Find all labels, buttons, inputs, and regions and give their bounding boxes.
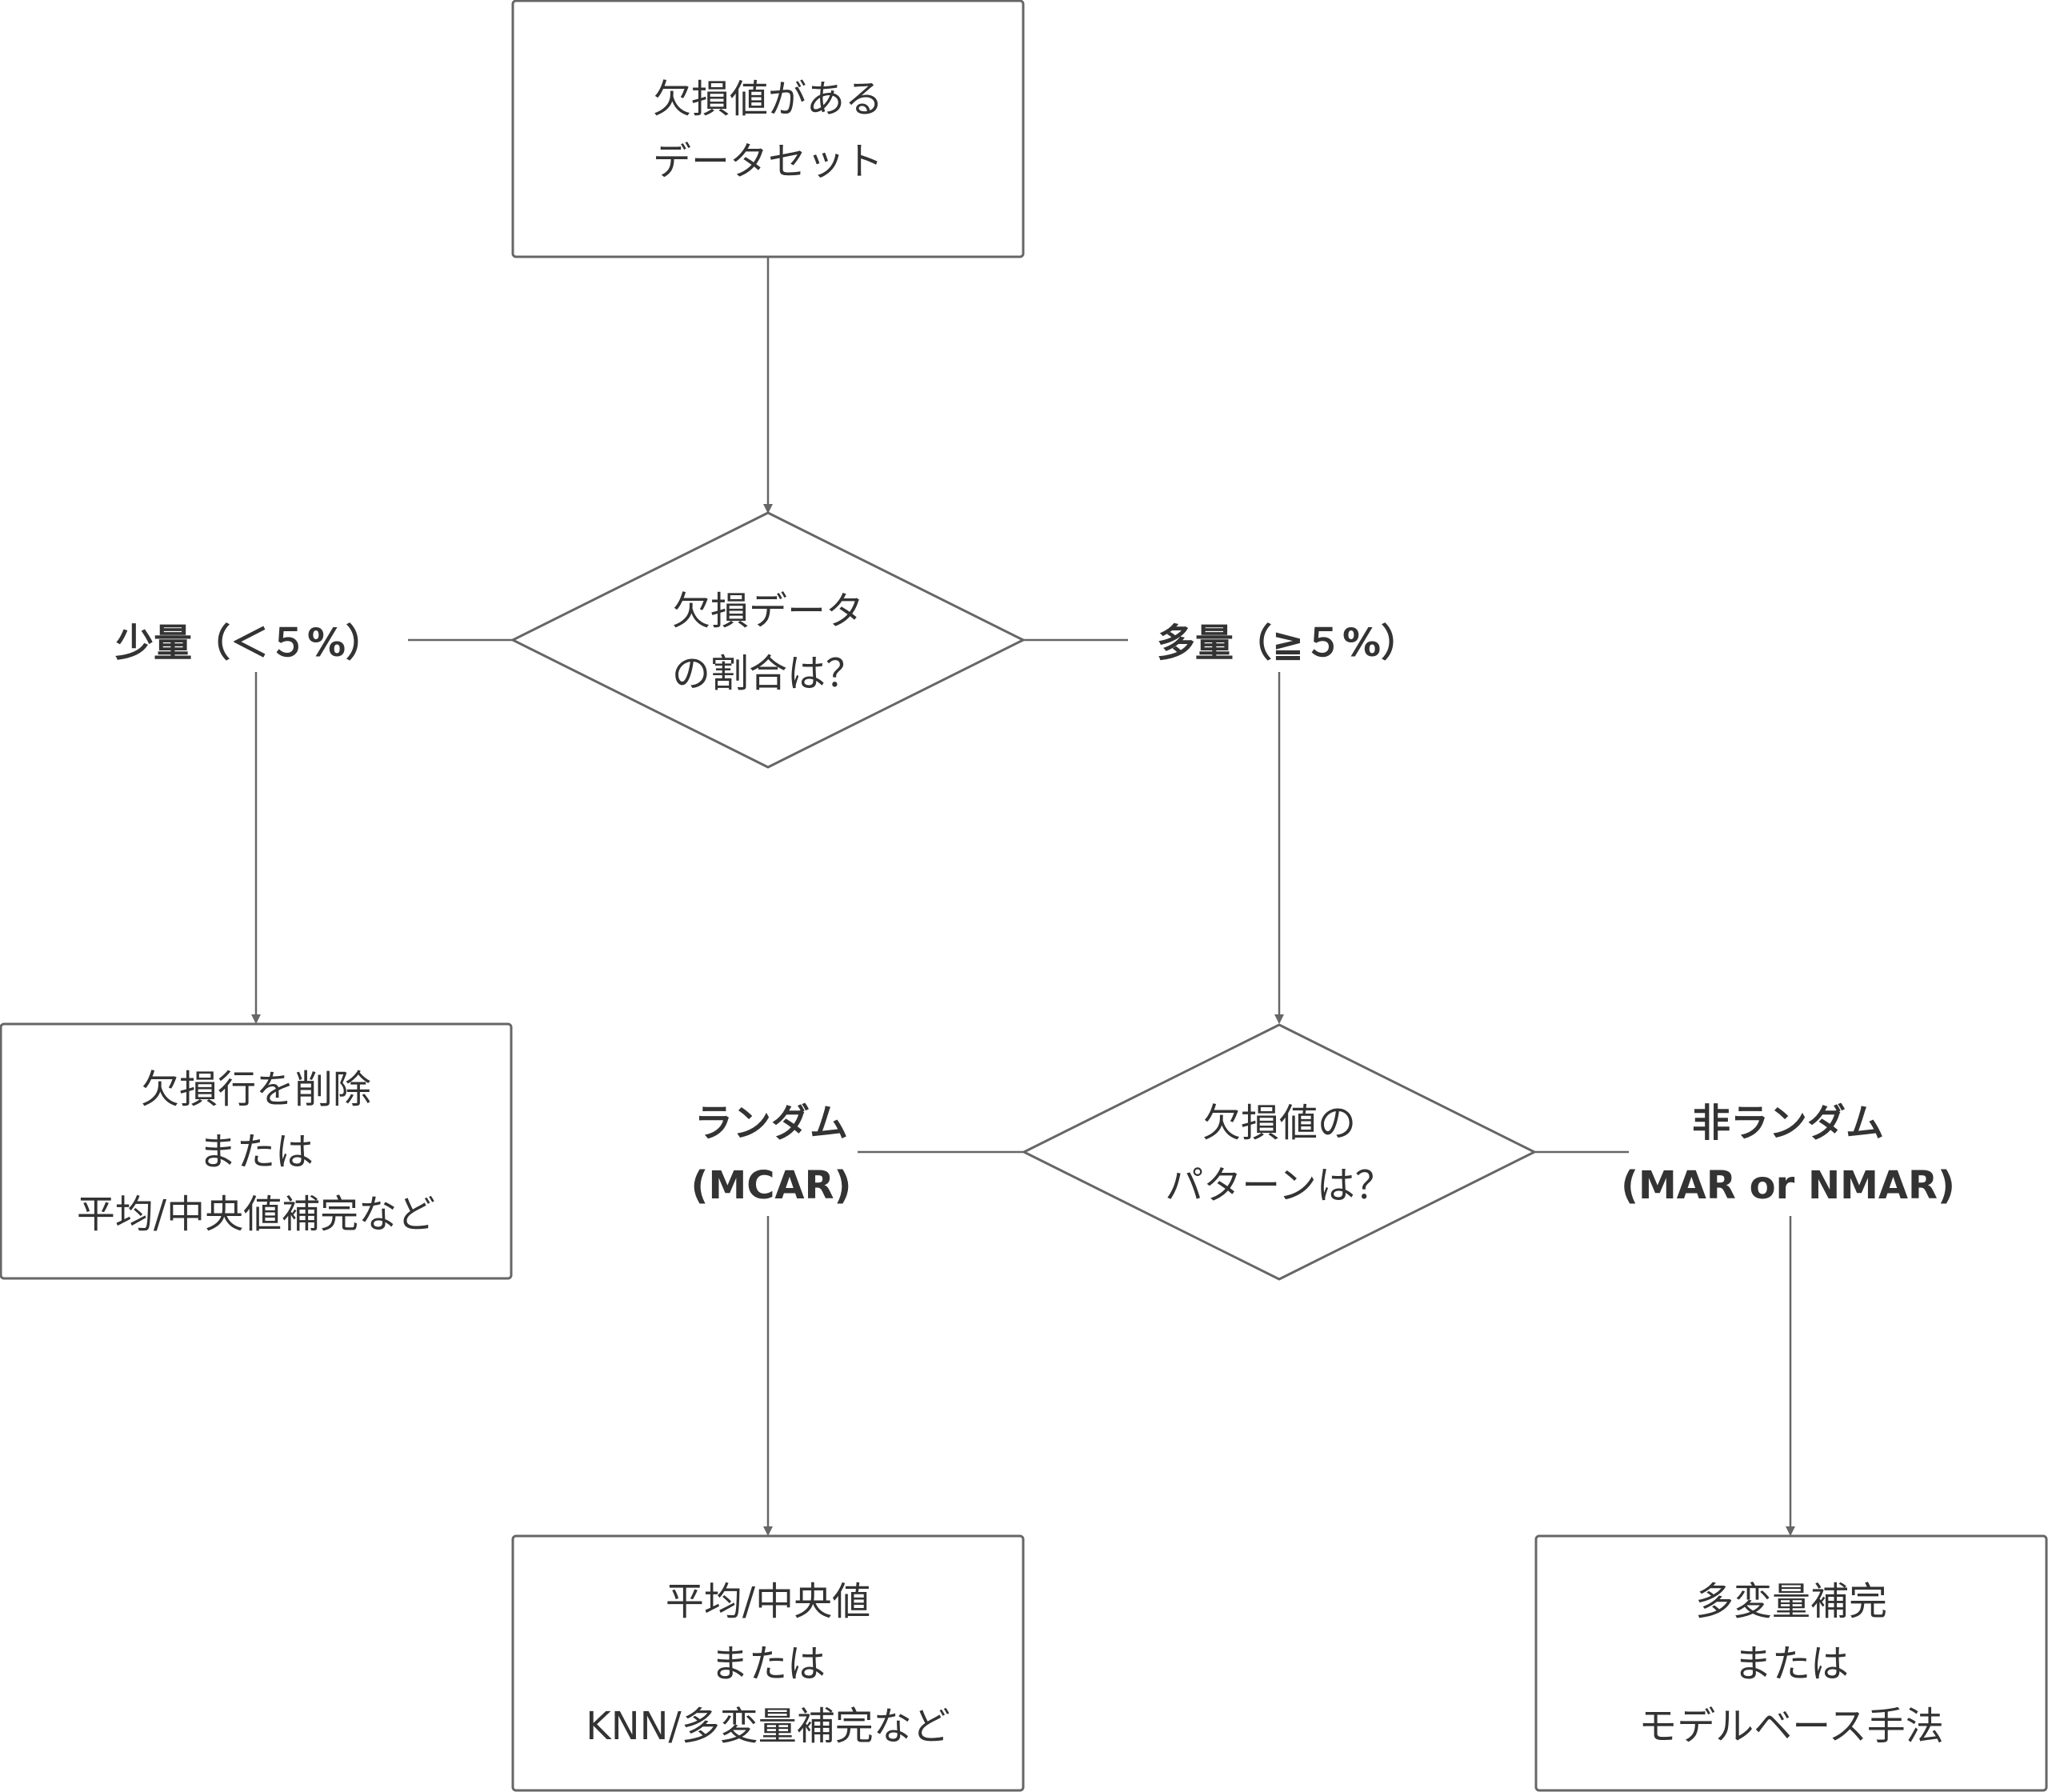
delete-action-line3: 平均/中央値補完など: [77, 1192, 435, 1237]
edge-label-nonrandom: 非ランダム (MAR or NMAR): [1621, 1101, 1955, 1208]
ratio-decision-node: 欠損データ の割合は？: [511, 511, 1025, 769]
edge-label-random: ランダム (MCAR): [691, 1101, 852, 1208]
ratio-decision-line1: 欠損データ: [672, 589, 864, 634]
edge-label-large: 多量（≧５%）: [1157, 621, 1419, 666]
delete-action-line2: または: [198, 1130, 314, 1174]
pattern-decision-line1: 欠損値の: [1202, 1101, 1356, 1146]
delete-action-box: [0, 1022, 513, 1280]
nonrandom-action-line1: 多変量補完: [1695, 1579, 1887, 1624]
edges: [251, 258, 1795, 1536]
edge-label-small: 少量（＜５%）: [115, 621, 384, 666]
pattern-decision-node: 欠損値の パターンは？: [1022, 1023, 1536, 1281]
start-node-line2: データセット: [653, 139, 883, 184]
random-action-line2: または: [710, 1642, 826, 1686]
random-action-box: [511, 1534, 1025, 1792]
random-action-line1: 平均/中央値: [666, 1579, 870, 1624]
pattern-decision-line2: パターンは？: [1165, 1163, 1394, 1208]
edge-label-random-line1: ランダム: [694, 1101, 848, 1146]
random-action-line3: KNN/多変量補完など: [586, 1704, 950, 1749]
nonrandom-action-node: 多変量補完 または モデルベース手法: [1534, 1534, 2048, 1792]
nonrandom-action-line3: モデルベース手法: [1638, 1704, 1944, 1749]
nonrandom-action-line2: または: [1734, 1642, 1849, 1686]
random-action-node: 平均/中央値 または KNN/多変量補完など: [511, 1534, 1025, 1792]
ratio-decision-diamond: [511, 511, 1025, 769]
pattern-decision-diamond: [1022, 1023, 1536, 1281]
start-node: 欠損値がある データセット: [511, 0, 1025, 258]
edge-label-random-line2: (MCAR): [691, 1163, 852, 1208]
start-node-box: [511, 0, 1025, 258]
edge-label-nonrandom-line2: (MAR or NMAR): [1621, 1163, 1955, 1208]
delete-action-node: 欠損行を削除 または 平均/中央値補完など: [0, 1022, 513, 1280]
ratio-decision-line2: の割合は？: [672, 651, 864, 696]
delete-action-line1: 欠損行を削除: [141, 1067, 371, 1112]
nonrandom-action-box: [1534, 1534, 2048, 1792]
edge-label-nonrandom-line1: 非ランダム: [1692, 1101, 1884, 1146]
start-node-line1: 欠損値がある: [653, 77, 883, 122]
